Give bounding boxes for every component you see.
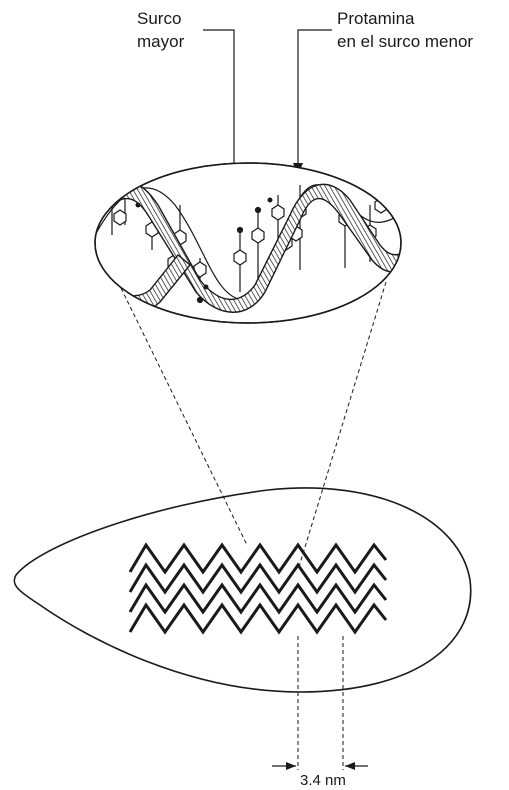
label-protamine: Protamina en el surco menor [337,9,473,51]
protamine-label-line1: Protamina [337,9,415,28]
major-groove-label-line2: mayor [137,32,185,51]
label-major-groove: Surco mayor [137,9,185,51]
major-groove-label-line1: Surco [137,9,181,28]
spacing-dimension: 3.4 nm [272,636,368,789]
leader-protamine [293,30,332,175]
chromatin-zigzag [130,545,386,632]
dna-helix-lens [85,163,412,323]
protamine-label-line2: en el surco menor [337,32,473,51]
magnification-lines [118,282,386,570]
spacing-label: 3.4 nm [300,772,346,789]
